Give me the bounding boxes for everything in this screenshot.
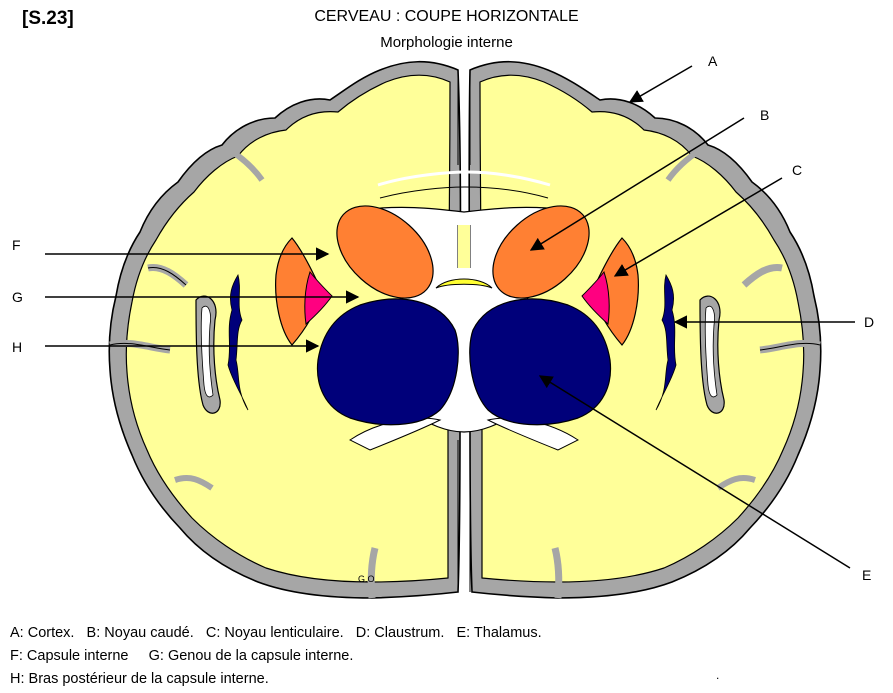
label-a: A [708,53,718,69]
legend-line-3: H: Bras postérieur de la capsule interne… [10,671,269,687]
septum-fill [458,225,470,268]
label-e: E [862,567,871,583]
left-thalamus [317,299,458,425]
corner-mark: . [716,668,719,682]
pointer-a [630,66,692,102]
right-sulcus-3 [555,548,559,598]
label-b: B [760,107,769,123]
label-d: D [864,314,874,330]
legend-line-1: A: Cortex. B: Noyau caudé. C: Noyau lent… [10,625,542,641]
author-signature: G.O [358,574,375,584]
left-sulcus-3 [371,548,375,598]
label-h: H [12,339,22,355]
label-c: C [792,162,802,178]
label-g: G [12,289,23,305]
label-f: F [12,237,21,253]
legend-line-2: F: Capsule interne G: Genou de la capsul… [10,648,353,664]
